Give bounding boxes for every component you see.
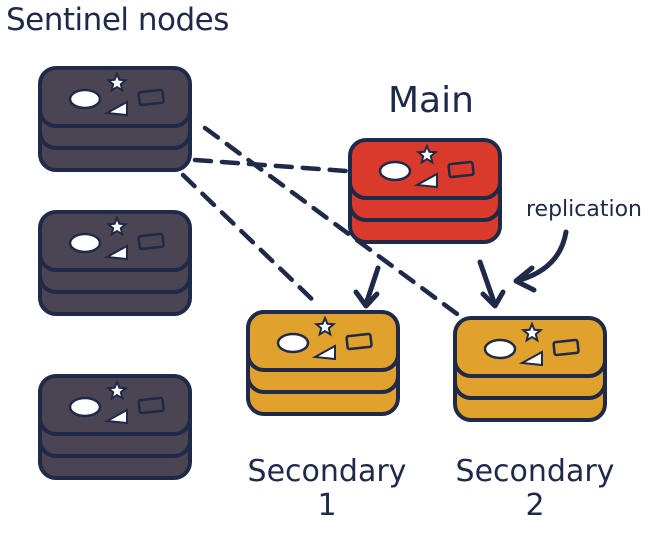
- arrow-icon: [513, 265, 537, 293]
- secondary-2-label-line2: 2: [525, 488, 545, 523]
- server-layer: [38, 374, 192, 436]
- square-icon: [447, 160, 475, 179]
- server-stacks: [38, 66, 607, 480]
- triangle-icon: [103, 100, 128, 117]
- arrow-main-to-secondary-2: [477, 259, 506, 309]
- square-icon: [345, 332, 373, 351]
- triangle-icon: [311, 344, 336, 361]
- secondary-node-2: [453, 316, 607, 422]
- arrow-shaft: [477, 259, 497, 305]
- square-icon: [137, 232, 165, 251]
- circle-icon: [68, 396, 102, 418]
- server-layer: [348, 138, 502, 200]
- square-icon: [137, 88, 165, 107]
- star-icon: [415, 143, 439, 165]
- triangle-icon: [103, 244, 128, 261]
- arrow-icon: [353, 289, 380, 309]
- triangle-icon: [518, 350, 543, 367]
- server-layer: [38, 210, 192, 272]
- triangle-icon: [413, 172, 438, 189]
- circle-icon: [483, 338, 517, 360]
- sentinel-monitor-lines: [180, 125, 471, 325]
- sentinel-node-3: [38, 374, 192, 480]
- sentinel-node-1: [38, 66, 192, 172]
- square-icon: [137, 396, 165, 415]
- main-label: Main: [388, 80, 474, 121]
- star-icon: [313, 315, 337, 337]
- square-icon: [552, 338, 580, 357]
- secondary-1-label-line2: 1: [317, 488, 337, 523]
- replication-arrows: [353, 229, 569, 309]
- circle-icon: [378, 160, 412, 182]
- arrow-icon: [480, 289, 506, 309]
- monitor-line: [192, 157, 363, 175]
- circle-icon: [276, 332, 310, 354]
- arrow-main-to-secondary-1: [353, 265, 381, 309]
- star-icon: [105, 215, 129, 237]
- replication-label: replication: [526, 197, 643, 222]
- star-icon: [105, 71, 129, 93]
- server-layer: [38, 66, 192, 128]
- secondary-1-label: Secondary 1: [232, 455, 422, 523]
- sentinel-nodes-title: Sentinel nodes: [6, 2, 229, 38]
- main-node: [348, 138, 502, 244]
- secondary-node-1: [246, 310, 400, 416]
- secondary-2-label: Secondary 2: [440, 455, 630, 523]
- circle-icon: [68, 88, 102, 110]
- sentinel-node-2: [38, 210, 192, 316]
- monitor-line: [202, 125, 471, 325]
- circle-icon: [68, 232, 102, 254]
- arrow-replication-label: [513, 229, 569, 293]
- secondary-2-label-line1: Secondary: [455, 454, 615, 489]
- arrow-shaft: [517, 229, 569, 283]
- server-layer: [453, 316, 607, 378]
- monitor-line: [180, 172, 321, 308]
- secondary-1-label-line1: Secondary: [247, 454, 407, 489]
- arrow-shaft: [363, 265, 381, 307]
- star-icon: [520, 321, 544, 343]
- star-icon: [105, 379, 129, 401]
- server-layer: [246, 310, 400, 372]
- triangle-icon: [103, 408, 128, 425]
